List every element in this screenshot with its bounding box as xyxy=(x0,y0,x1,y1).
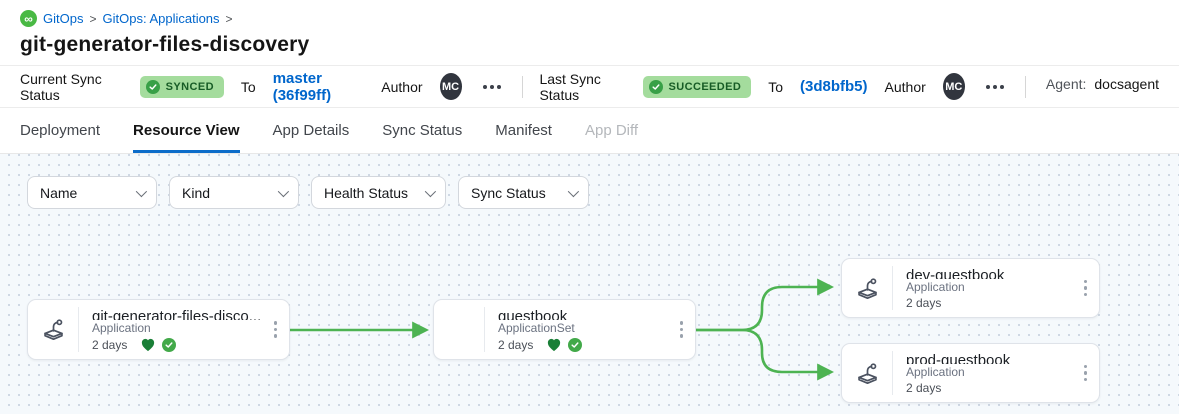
last-author-label: Author xyxy=(884,78,926,95)
node-kind: Application xyxy=(906,280,965,294)
breadcrumb-link-gitops[interactable]: GitOps xyxy=(43,11,84,26)
current-revision-link[interactable]: master (36f99ff) xyxy=(272,69,332,104)
status-divider xyxy=(521,75,523,98)
agent-info: Agent: docsagent xyxy=(1024,75,1159,98)
agent-value: docsagent xyxy=(1094,75,1159,92)
node-meta: 2 days xyxy=(906,296,1078,310)
current-author-label: Author xyxy=(381,78,423,95)
tab-bar: Deployment Resource View App Details Syn… xyxy=(0,108,1179,154)
current-to-label: To xyxy=(240,78,256,95)
chevron-down-icon xyxy=(277,185,290,197)
filter-health-status-dropdown[interactable]: Health Status xyxy=(311,176,446,209)
sync-check-icon xyxy=(568,337,583,352)
breadcrumb-link-applications[interactable]: GitOps: Applications xyxy=(102,11,220,26)
filter-sync-status-dropdown[interactable]: Sync Status xyxy=(458,176,589,209)
tab-app-details[interactable]: App Details xyxy=(272,121,350,139)
chevron-down-icon xyxy=(424,185,437,197)
kebab-menu-icon[interactable] xyxy=(674,300,696,359)
filter-name-dropdown[interactable]: Name xyxy=(27,176,157,209)
node-age: 2 days xyxy=(906,296,942,310)
node-age: 2 days xyxy=(906,381,942,395)
page-header: ∞ GitOps > GitOps: Applications > git-ge… xyxy=(0,0,1179,65)
synced-badge-label: SYNCED xyxy=(165,80,214,93)
argocd-application-icon xyxy=(842,259,892,317)
agent-label: Agent: xyxy=(1045,75,1087,92)
graph-edges xyxy=(290,278,835,381)
current-author-avatar[interactable]: MC xyxy=(439,73,462,100)
breadcrumb-separator: > xyxy=(225,11,233,26)
node-title: guestbook xyxy=(498,308,568,320)
filter-name-label: Name xyxy=(40,184,78,201)
node-prod-guestbook[interactable]: prod-guestbook Application 2 days xyxy=(841,343,1100,403)
breadcrumb: ∞ GitOps > GitOps: Applications > xyxy=(20,10,1159,27)
synced-status-badge: SYNCED xyxy=(139,75,224,98)
last-revision-link[interactable]: (3d8bfb5) xyxy=(800,78,868,95)
filter-kind-dropdown[interactable]: Kind xyxy=(169,176,299,209)
chevron-down-icon xyxy=(567,185,580,197)
node-dev-guestbook[interactable]: dev-guestbook Application 2 days xyxy=(841,258,1100,318)
node-title: dev-guestbook xyxy=(906,267,1005,279)
node-git-generator-files-discovery[interactable]: git-generator-files-disco... Application… xyxy=(27,299,290,360)
filter-sync-status-label: Sync Status xyxy=(471,184,546,201)
argocd-application-icon xyxy=(28,300,78,359)
node-body: guestbook ApplicationSet 2 days xyxy=(484,307,674,352)
node-title: prod-guestbook xyxy=(906,352,1011,364)
node-age: 2 days xyxy=(498,337,534,352)
succeeded-status-badge: SUCCEEDED xyxy=(642,75,752,98)
current-more-icon[interactable] xyxy=(479,81,505,93)
node-body: git-generator-files-disco... Application… xyxy=(78,307,268,352)
tab-deployment[interactable]: Deployment xyxy=(20,121,101,139)
kebab-menu-icon[interactable] xyxy=(268,300,290,359)
status-bar: Current Sync Status SYNCED To master (36… xyxy=(0,65,1179,108)
argocd-application-icon xyxy=(842,344,892,402)
health-heart-icon xyxy=(546,337,562,352)
tab-manifest[interactable]: Manifest xyxy=(495,121,552,139)
sync-check-icon xyxy=(162,337,177,352)
node-meta: 2 days xyxy=(906,381,1078,395)
filter-health-status-label: Health Status xyxy=(324,184,409,201)
resource-graph-canvas[interactable]: Name Kind Health Status Sync Status gi xyxy=(0,154,1179,414)
node-kind: Application xyxy=(906,365,965,379)
gitops-logo-icon: ∞ xyxy=(20,10,37,27)
filter-kind-label: Kind xyxy=(182,184,211,201)
last-more-icon[interactable] xyxy=(982,81,1008,93)
last-author-avatar[interactable]: MC xyxy=(942,73,965,100)
node-icon-empty xyxy=(434,300,484,359)
check-circle-icon xyxy=(648,79,663,94)
edge-guestbook-to-dev xyxy=(694,278,835,332)
node-age: 2 days xyxy=(92,337,128,352)
node-body: dev-guestbook Application 2 days xyxy=(892,266,1078,310)
breadcrumb-separator: > xyxy=(89,11,97,26)
status-divider xyxy=(1024,75,1026,98)
last-to-label: To xyxy=(768,78,784,95)
last-sync-status-label: Last Sync Status xyxy=(539,70,601,103)
node-kind: ApplicationSet xyxy=(498,321,575,335)
node-meta: 2 days xyxy=(498,337,674,352)
node-kind: Application xyxy=(92,321,151,335)
tab-resource-view[interactable]: Resource View xyxy=(133,108,240,153)
current-sync-status-label: Current Sync Status xyxy=(20,70,102,103)
kebab-menu-icon[interactable] xyxy=(1078,259,1100,317)
node-title: git-generator-files-disco... xyxy=(92,308,262,320)
edge-guestbook-to-prod xyxy=(694,328,835,381)
node-meta: 2 days xyxy=(92,337,268,352)
health-heart-icon xyxy=(140,337,156,352)
tab-app-diff: App Diff xyxy=(584,121,639,139)
tab-sync-status[interactable]: Sync Status xyxy=(382,121,463,139)
succeeded-badge-label: SUCCEEDED xyxy=(668,80,742,93)
check-circle-icon xyxy=(145,79,160,94)
kebab-menu-icon[interactable] xyxy=(1078,344,1100,402)
node-guestbook[interactable]: guestbook ApplicationSet 2 days xyxy=(433,299,696,360)
chevron-down-icon xyxy=(135,185,148,197)
page-title: git-generator-files-discovery xyxy=(20,33,310,56)
node-body: prod-guestbook Application 2 days xyxy=(892,351,1078,395)
graph-filters: Name Kind Health Status Sync Status xyxy=(27,176,589,209)
